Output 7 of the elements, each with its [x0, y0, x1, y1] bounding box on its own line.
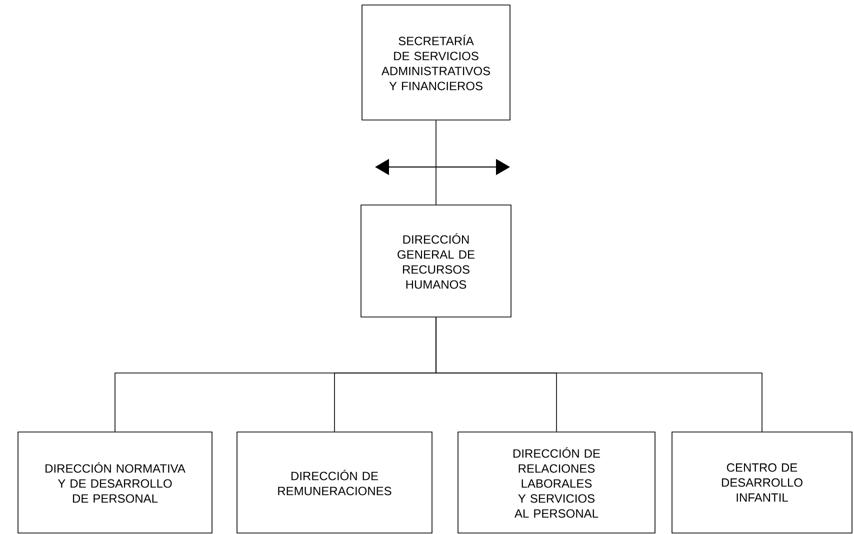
org-box: DIRECCIÓN NORMATIVA Y DE DESARROLLO DE PERSONAL: [18, 432, 212, 534]
org-box: DIRECCIÓN DE RELACIONES LABORALES Y SERVICIOS AL PERSONAL: [458, 432, 656, 534]
org-box: DIRECCIÓN GENERAL DE RECURSOS HUMANOS: [360, 204, 512, 318]
org-box: DIRECCIÓN DE REMUNERACIONES: [236, 432, 432, 534]
org-box: SECRETARÍA DE SERVICIOS ADMINISTRATIVOS Y FINANCIEROS: [362, 4, 510, 120]
connector-line: [436, 317, 762, 432]
org-box: CENTRO DE DESARROLLO INFANTIL: [672, 432, 852, 534]
